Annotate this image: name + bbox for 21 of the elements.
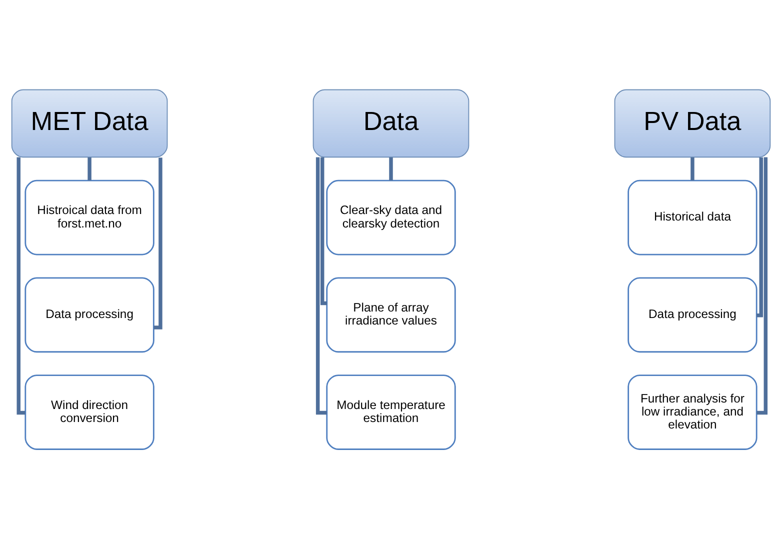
connector [690,157,694,180]
connector [756,157,768,415]
connector [320,157,327,306]
node-box: MET Data [11,89,168,158]
connector [389,157,393,180]
node-box: Data processing [24,277,154,353]
node-box: Histroical data from forst.met.no [24,180,154,256]
node-box: Plane of array irradiance values [326,277,456,353]
node-box: Clear-sky data and clearsky detection [326,180,456,256]
connector [88,157,92,180]
node-box: PV Data [614,89,771,158]
node-box: Data [312,89,470,158]
connector [16,157,26,415]
connector [316,157,327,415]
node-box: Wind direction conversion [24,374,154,450]
node-box: Further analysis for low irradiance, and elevation [628,374,758,450]
connector [756,157,763,318]
node-box: Data processing [628,277,758,353]
connector [154,158,162,330]
node-box: Module temperature estimation [326,374,456,450]
node-box: Historical data [628,180,758,256]
